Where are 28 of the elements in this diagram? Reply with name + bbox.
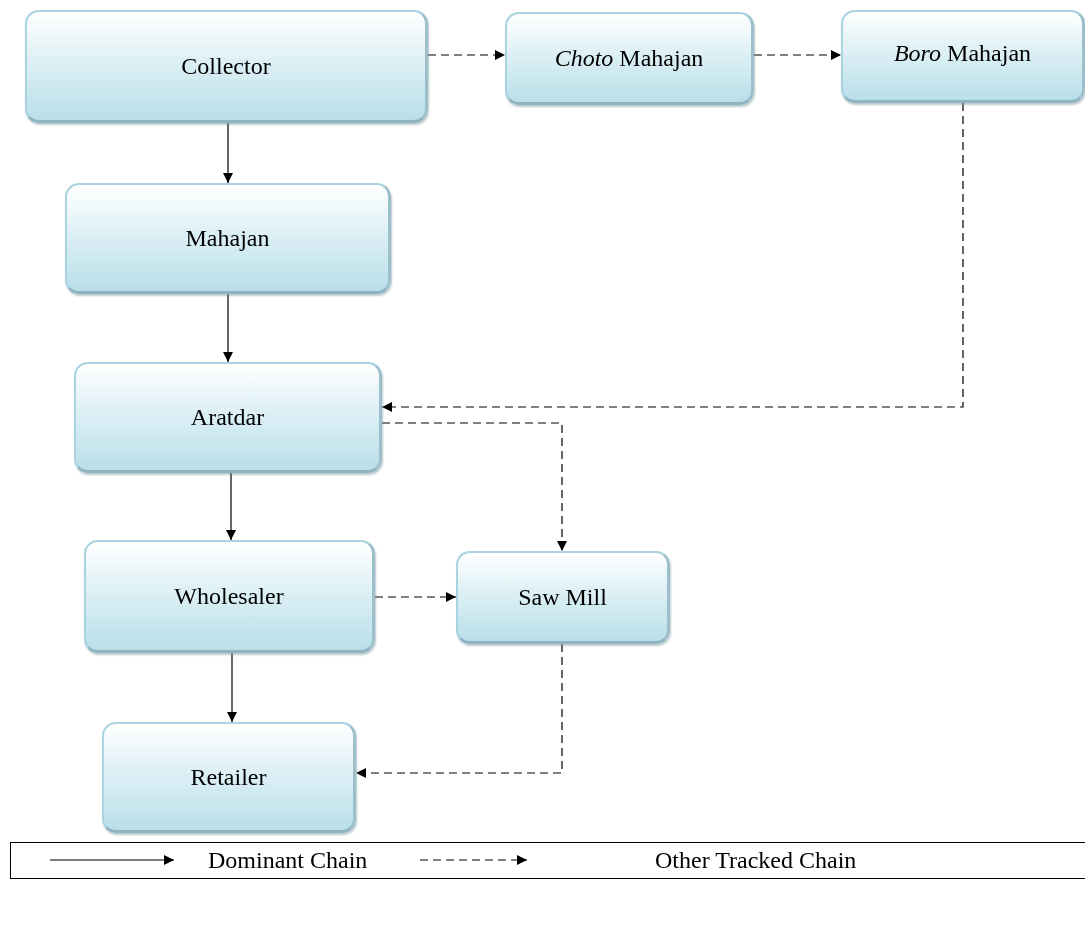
node-label: Boro Mahajan xyxy=(893,40,1032,67)
arrow xyxy=(227,652,237,723)
arrow xyxy=(226,472,236,541)
node-label: Aratdar xyxy=(190,403,265,431)
node-label: Collector xyxy=(181,52,271,80)
process-box xyxy=(84,540,375,653)
arrow xyxy=(223,122,233,184)
process-box xyxy=(505,12,754,105)
process-box xyxy=(456,551,670,644)
process-box xyxy=(102,722,356,833)
process-box xyxy=(841,10,1085,103)
node-label: Choto Mahajan xyxy=(554,44,704,72)
arrow xyxy=(223,293,233,363)
node-label: Mahajan xyxy=(185,224,270,252)
arrow xyxy=(381,102,964,412)
node-label: Saw Mill xyxy=(518,583,607,611)
node-label: Retailer xyxy=(190,763,267,791)
arrow xyxy=(355,643,563,778)
arrow xyxy=(753,50,842,60)
arrow xyxy=(381,422,567,552)
process-box xyxy=(74,362,382,473)
arrow xyxy=(374,592,457,602)
node-label: Wholesaler xyxy=(174,582,284,610)
process-box xyxy=(25,10,428,123)
process-box xyxy=(65,183,391,294)
legend-label: Other Tracked Chain xyxy=(655,847,857,874)
arrow xyxy=(427,50,506,60)
legend-label: Dominant Chain xyxy=(208,847,368,874)
